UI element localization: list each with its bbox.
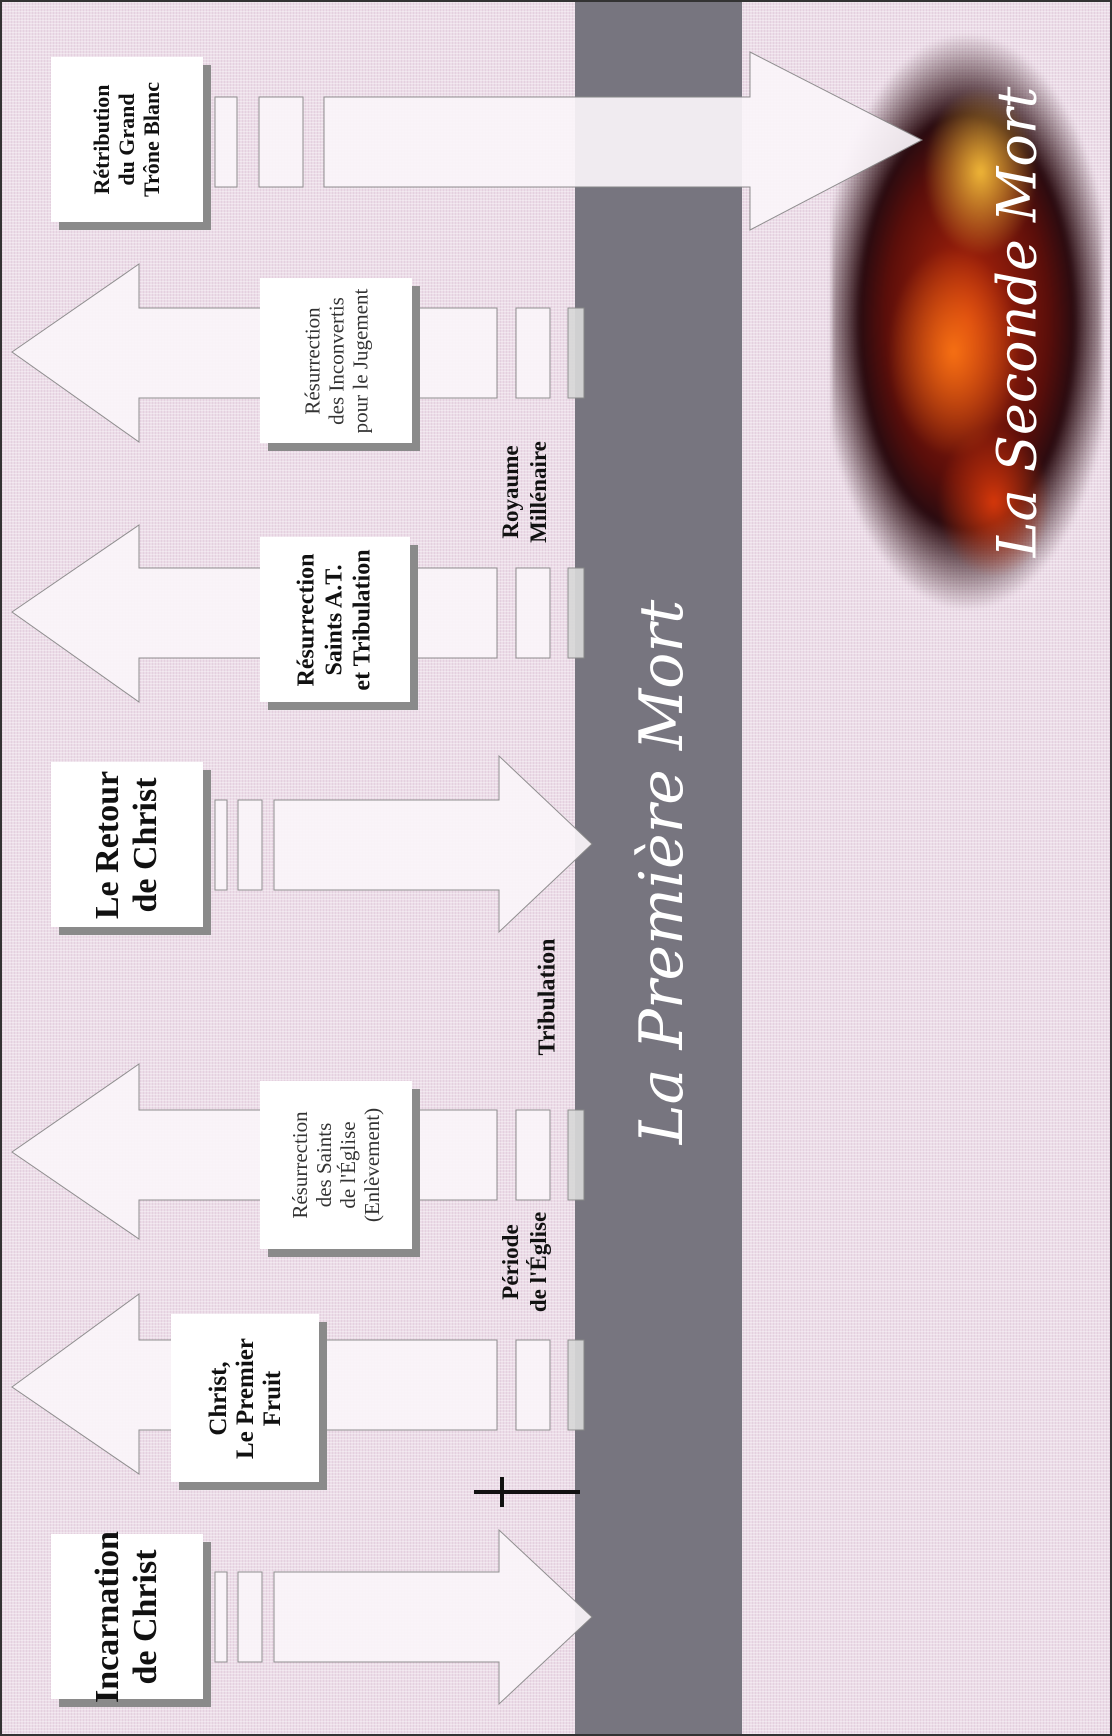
- millenaire-label: Royaume Millénaire: [498, 441, 551, 543]
- premiere-mort-band: [575, 2, 742, 1734]
- saints-at-label: Résurrection Saints A.T. et Tribulation: [260, 537, 410, 702]
- trone-blanc-label: Rétribution du Grand Trône Blanc: [51, 57, 203, 222]
- enlevement-label: Résurrection des Saints de l'Église (Enl…: [260, 1081, 412, 1249]
- retour-arrow: [214, 754, 593, 934]
- seconde-mort-title: La Seconde Mort: [985, 86, 1048, 558]
- tribulation-label: Tribulation: [534, 938, 561, 1056]
- retour-label: Le Retour de Christ: [51, 762, 203, 927]
- premiere-mort-title: La Première Mort: [627, 599, 698, 1145]
- trone-blanc-arrow: [214, 51, 924, 231]
- premier-fruit-label: Christ, Le Premier Fruit: [171, 1314, 319, 1482]
- cross-icon: [474, 1477, 580, 1507]
- periode-eglise-label: Période de l'Église: [498, 1211, 551, 1313]
- incarnation-arrow: [214, 1528, 593, 1706]
- inconvertis-label: Résurrection des Inconvertis pour le Jug…: [260, 278, 412, 443]
- incarnation-label: Incarnation de Christ: [51, 1531, 203, 1702]
